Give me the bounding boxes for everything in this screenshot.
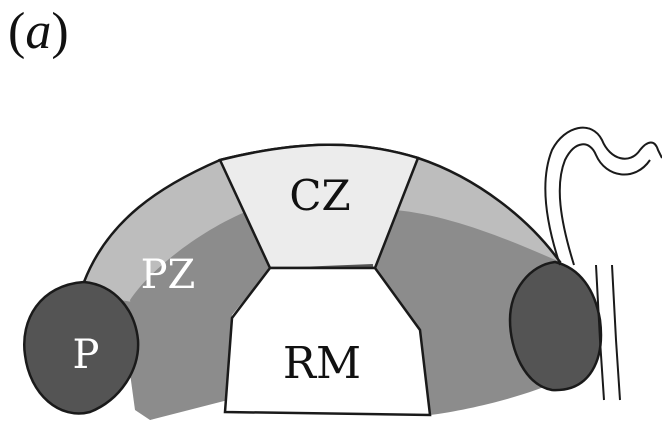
rib-meristem-region [223, 266, 432, 417]
panel-label-open: ( [8, 3, 26, 60]
label-central-zone: CZ [289, 171, 350, 220]
label-primordium: P [73, 332, 100, 378]
label-rib-meristem: RM [283, 338, 361, 389]
panel-label-letter: a [25, 3, 52, 60]
stem-outline [595, 264, 621, 401]
central-zone-region [218, 143, 420, 270]
primordium-right [508, 260, 603, 392]
panel-label: (a) [8, 6, 69, 58]
label-peripheral-zone: PZ [141, 252, 196, 298]
primordium-left [23, 280, 140, 415]
curled-tube-outline [544, 126, 662, 266]
panel-label-close: ) [51, 3, 69, 60]
inner-band-right [375, 210, 560, 415]
left-lower-body [120, 300, 232, 420]
